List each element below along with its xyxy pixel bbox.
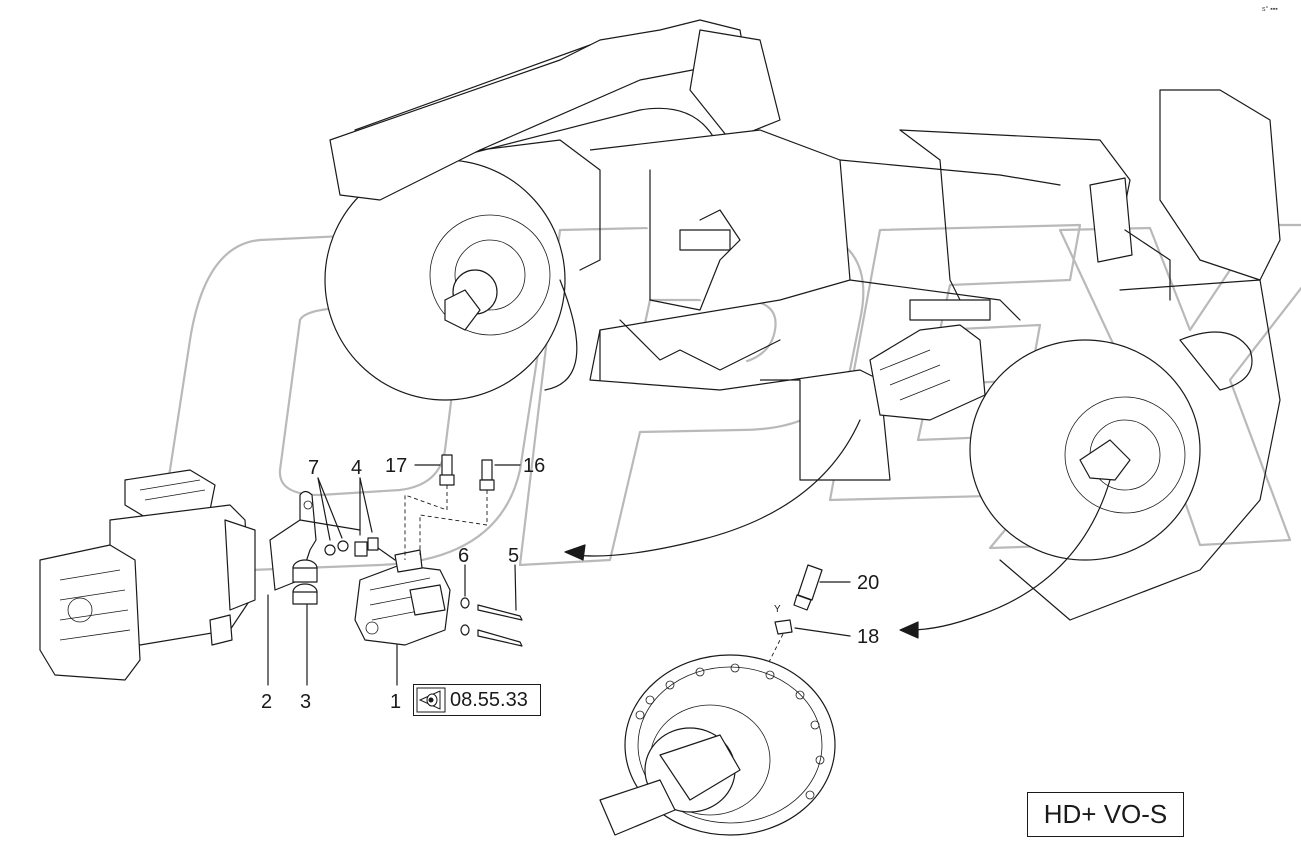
callout-6: 6 — [458, 545, 469, 567]
callout-4: 4 — [351, 457, 362, 479]
callout-1: 1 — [390, 691, 401, 713]
callout-3: 3 — [300, 691, 311, 713]
corner-mark: s° ▪▪▪ — [1262, 6, 1278, 13]
fittings-20-18 — [759, 564, 823, 681]
callout-2: 2 — [261, 691, 272, 713]
callout-labels: 17 16 7 4 6 5 20 18 2 3 1 Y — [261, 455, 879, 713]
callout-leaders — [267, 464, 851, 686]
reference-page-number: 08.55.33 — [450, 688, 528, 711]
callout-17: 17 — [385, 455, 407, 477]
callout-18: 18 — [857, 626, 879, 648]
drum-drive-motor — [599, 654, 836, 836]
callout-20: 20 — [857, 572, 879, 594]
fittings-17-16 — [404, 454, 495, 560]
washers-and-nuts — [324, 537, 396, 561]
bolts-and-orings — [460, 597, 523, 647]
eye-view-icon — [416, 687, 446, 713]
variant-label-box: HD+ VO-S — [1027, 792, 1184, 837]
callout-7: 7 — [308, 457, 319, 479]
callout-16: 16 — [523, 455, 545, 477]
reference-page-box[interactable]: 08.55.33 — [413, 684, 541, 716]
hydraulic-pump-assembly — [39, 469, 256, 681]
leader-arrows — [564, 419, 1111, 639]
callout-5: 5 — [508, 545, 519, 567]
spacer-sleeves — [292, 559, 318, 605]
port-label-y: Y — [774, 604, 781, 615]
variant-label: HD+ VO-S — [1043, 799, 1168, 829]
control-valve-block — [354, 549, 451, 646]
roller-frame — [324, 19, 1281, 621]
